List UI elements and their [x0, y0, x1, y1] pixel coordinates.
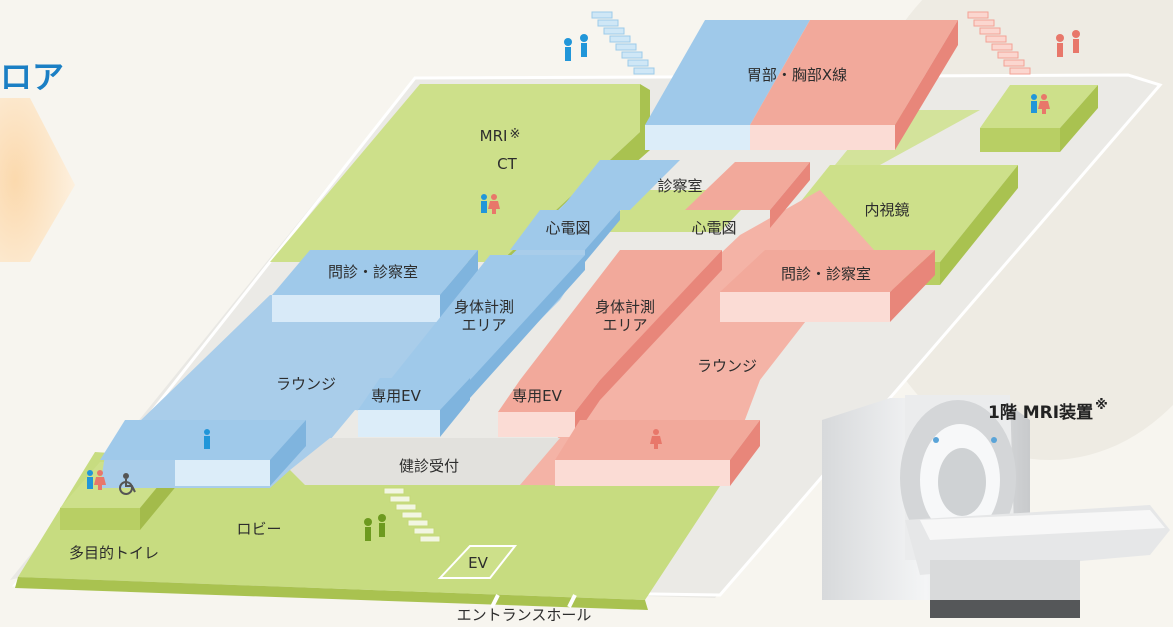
- room-label-multipurpose-toilet: 多目的トイレ: [68, 544, 160, 562]
- room-label-ev: EV: [468, 554, 488, 572]
- page-title: ロア: [0, 58, 65, 96]
- room-label-xray: 胃部・胸部X線: [746, 66, 848, 84]
- restroom-icon: [87, 94, 1050, 490]
- mri-device-image: [822, 395, 1170, 618]
- mri-device-caption: 1階 MRI装置※: [988, 398, 1108, 423]
- wheelchair-icon: [119, 473, 136, 495]
- room-label-ecg-left: 心電図: [545, 219, 591, 237]
- female-icon: [650, 429, 662, 449]
- mri-caption-text: 1階 MRI装置: [988, 403, 1094, 423]
- room-label-lounge-right: ラウンジ: [696, 357, 758, 375]
- room-label-consult-right: 問診・診察室: [780, 265, 872, 283]
- room-label-endoscopy: 内視鏡: [864, 201, 910, 219]
- room-label-exam: 診察室: [657, 177, 703, 195]
- mri-note-mark: ※: [509, 127, 521, 142]
- mri-text: MRI: [479, 127, 508, 145]
- room-label-entrance-hall: エントランスホール: [456, 606, 592, 624]
- room-label-ecg-right: 心電図: [691, 219, 737, 237]
- room-label-reception: 健診受付: [398, 457, 460, 475]
- male-icon: [204, 429, 210, 449]
- room-label-ev-left: 専用EV: [371, 387, 421, 405]
- room-label-ev-right: 専用EV: [512, 387, 562, 405]
- room-label-consult-left: 問診・診察室: [327, 263, 419, 281]
- room-label-body-measure-left: 身体計測 エリア: [453, 298, 514, 334]
- room-label-lounge-left: ラウンジ: [275, 375, 337, 393]
- room-label-body-measure-right: 身体計測 エリア: [594, 298, 655, 334]
- mri-caption-mark: ※: [1095, 398, 1108, 413]
- room-label-ct: CT: [497, 155, 517, 173]
- stairs-icon: [364, 11, 1080, 543]
- room-label-lobby: ロビー: [236, 520, 282, 538]
- decorative-banner: [0, 98, 75, 262]
- room-label-mri: MRI※: [480, 127, 521, 145]
